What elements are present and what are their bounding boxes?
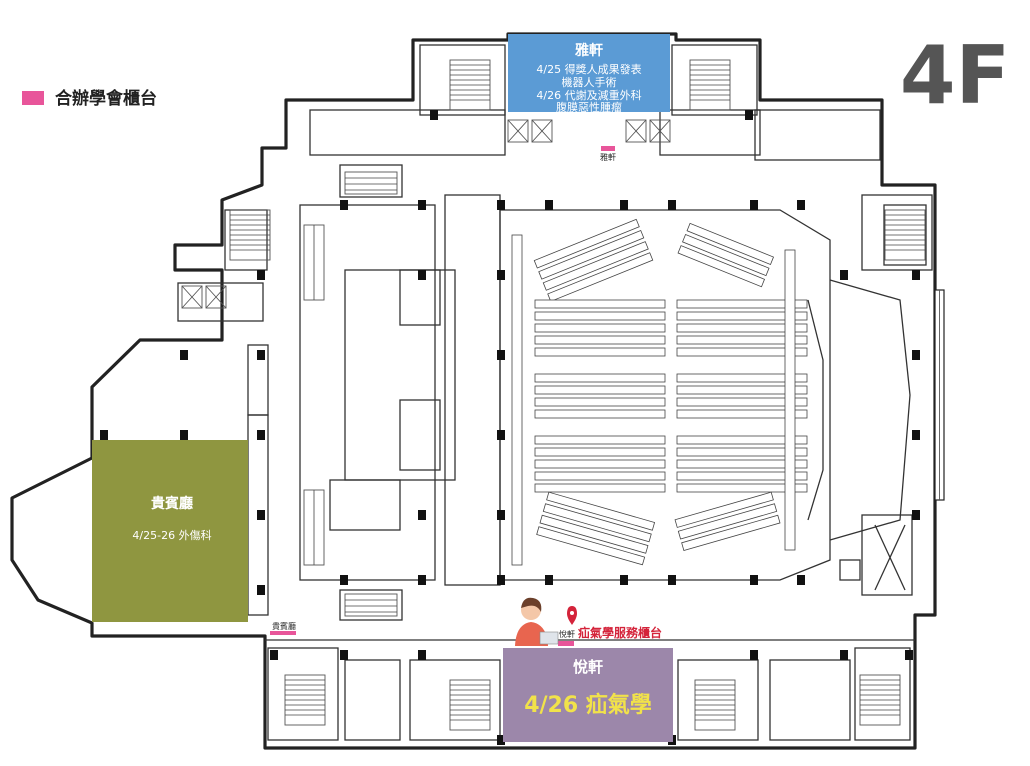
- service-counter-text: 疝氣學服務櫃台: [578, 625, 662, 640]
- room-yuexuan-name: 悅軒: [573, 658, 603, 676]
- counter-yaxuan-tag: 雅軒: [600, 152, 616, 162]
- auditorium-seating: [511, 218, 808, 566]
- pillars: [100, 110, 920, 745]
- legend: 合辦學會櫃台: [22, 88, 157, 109]
- floor-label: 4F: [900, 29, 1010, 122]
- staff-person-icon: [515, 597, 559, 646]
- room-yaxuan-name: 雅軒: [575, 42, 603, 59]
- room-yaxuan-line-4: 腹膜惡性腫瘤: [556, 100, 622, 114]
- counter-yaxuan[interactable]: 雅軒: [600, 146, 616, 162]
- room-yaxuan[interactable]: 雅軒 4/25 得獎人成果發表 機器人手術 4/26 代謝及減重外科 腹膜惡性腫…: [508, 34, 670, 114]
- room-vip-hall[interactable]: 貴賓廳 4/25-26 外傷科: [92, 440, 248, 622]
- stairs: [229, 59, 926, 731]
- counter-swatch: [601, 146, 615, 151]
- counter-swatch: [270, 631, 296, 635]
- counter-vip-hall-tag: 貴賓廳: [272, 621, 296, 631]
- room-yuexuan[interactable]: 悅軒 4/26 疝氣學: [503, 648, 673, 742]
- room-yuexuan-schedule: 4/26 疝氣學: [524, 692, 652, 718]
- counter-vip-hall[interactable]: 貴賓廳: [270, 621, 296, 635]
- room-yaxuan-line-2: 機器人手術: [562, 75, 617, 89]
- legend-swatch: [22, 91, 44, 105]
- room-vip-hall-schedule: 4/25-26 外傷科: [132, 528, 211, 542]
- counter-yuexuan[interactable]: 悅軒: [558, 629, 575, 646]
- floor-indicator: 4F: [900, 29, 1010, 122]
- counter-yuexuan-tag: 悅軒: [559, 629, 575, 639]
- map-pin-icon: [567, 606, 577, 625]
- room-yaxuan-line-1: 4/25 得獎人成果發表: [536, 62, 641, 76]
- counter-swatch: [558, 641, 574, 646]
- building-outline: [10, 32, 945, 750]
- service-counter-label[interactable]: 疝氣學服務櫃台: [578, 625, 662, 640]
- legend-label: 合辦學會櫃台: [55, 88, 157, 109]
- room-vip-hall-name: 貴賓廳: [151, 495, 193, 512]
- room-yaxuan-line-3: 4/26 代謝及減重外科: [536, 88, 641, 102]
